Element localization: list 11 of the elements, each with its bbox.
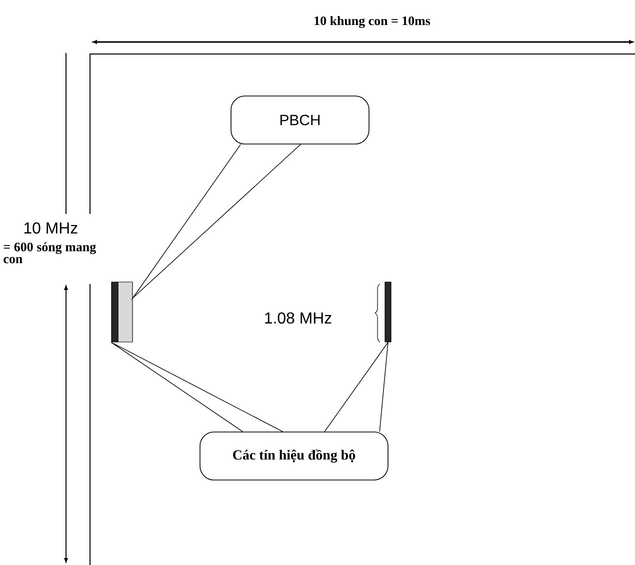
leader-line [324, 341, 388, 432]
dimension-label: = 600 sóng mang con [4, 242, 96, 264]
callout-bubble: PBCH [230, 96, 370, 144]
leader-line [110, 342, 283, 432]
leader-line [130, 144, 301, 300]
signal-block [111, 282, 133, 342]
dimension-label: 1.08 MHz [265, 312, 332, 324]
signal-bar [384, 282, 392, 342]
callout-bubble: Các tín hiệu đồng bộ [200, 432, 388, 480]
dimension-label: 10 khung con = 10ms [314, 16, 430, 28]
dimension-label: 10 MHz [24, 222, 78, 234]
